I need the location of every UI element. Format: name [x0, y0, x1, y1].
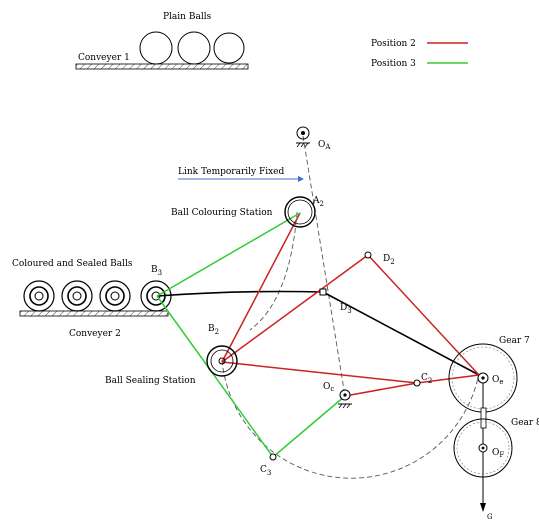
joint-d2: D2	[364, 251, 395, 266]
label-a2: A2	[312, 196, 324, 208]
red-link-d2-oe	[367, 254, 480, 376]
output-arrow-g: G	[480, 503, 493, 520]
label-c2: C2	[421, 373, 432, 385]
coloured-sealed-label: Coloured and Sealed Balls	[12, 259, 133, 269]
sealing-station-label: Ball Sealing Station	[105, 376, 196, 386]
green-link-a2-b3	[156, 212, 301, 297]
conveyer-1-label: Conveyer 1	[78, 53, 130, 63]
label-oa: OA	[318, 140, 331, 151]
legend-position2-label: Position 2	[371, 39, 416, 49]
gear-8-label: Gear 8	[511, 418, 539, 428]
coloured-ball-3	[99, 280, 131, 312]
red-link-b2-d2	[221, 254, 369, 363]
gear-7: Gear 7 Oe	[448, 336, 530, 413]
conveyer-2-belt	[19, 310, 169, 317]
legend-position3-label: Position 3	[371, 59, 416, 69]
label-b2: B2	[208, 324, 219, 336]
plain-balls-label: Plain Balls	[163, 12, 212, 22]
red-link-c2-oe	[416, 374, 480, 384]
coloured-ball-1	[23, 280, 55, 312]
link-fixed-arrowhead	[298, 176, 304, 182]
position2-links	[221, 212, 480, 397]
label-of: OF	[492, 448, 504, 459]
joint-c2: C2	[413, 373, 432, 387]
label-g: G	[487, 513, 493, 520]
label-oc: Oc	[323, 382, 334, 393]
joint-c3: C3	[260, 453, 277, 477]
dashed-arc-upper	[249, 211, 298, 331]
ball-colouring-station: Ball Colouring Station A2	[171, 196, 324, 228]
conveyer-2-assembly: Coloured and Sealed Balls Conveyer 2	[12, 259, 172, 339]
plain-ball-3	[213, 32, 245, 64]
label-b3: B3	[151, 265, 162, 277]
label-oe: Oe	[492, 375, 504, 386]
green-link-c3-oc	[272, 395, 346, 458]
link-fixed-annotation: Link Temporarily Fixed	[178, 167, 304, 182]
plain-ball-1	[139, 31, 173, 65]
gear-connector-block	[480, 407, 487, 429]
pivot-oa: OA	[296, 126, 331, 151]
joint-d3: D3	[319, 288, 352, 315]
legend: Position 2 Position 3	[371, 39, 468, 69]
conveyer-2-label: Conveyer 2	[69, 329, 121, 339]
label-d3: D3	[340, 303, 352, 315]
gear-8: Gear 8 OF	[453, 418, 539, 478]
red-link-a2-b2	[221, 212, 301, 363]
coloured-ball-2	[61, 280, 93, 312]
dashed-oa-line	[302, 135, 346, 397]
gear-7-label: Gear 7	[499, 336, 530, 346]
position3-links	[156, 212, 346, 458]
dashed-arc-c	[221, 359, 479, 479]
link-b3-d3	[156, 290, 324, 297]
construction-lines	[221, 135, 479, 479]
plain-ball-2	[177, 31, 211, 65]
conveyer-1-belt	[75, 63, 249, 70]
green-link-b3-c3	[156, 295, 274, 458]
red-link-b2-c2	[221, 361, 418, 384]
pivot-oc: Oc	[323, 382, 352, 409]
label-d2: D2	[383, 254, 395, 266]
ball-sealing-station: Ball Sealing Station B2	[105, 324, 238, 386]
link-fixed-label: Link Temporarily Fixed	[178, 167, 285, 177]
label-c3: C3	[260, 465, 271, 477]
colouring-station-label: Ball Colouring Station	[171, 208, 273, 218]
red-link-oc-c2	[344, 382, 418, 397]
conveyer-1-assembly: Plain Balls Conveyer 1	[75, 12, 249, 70]
